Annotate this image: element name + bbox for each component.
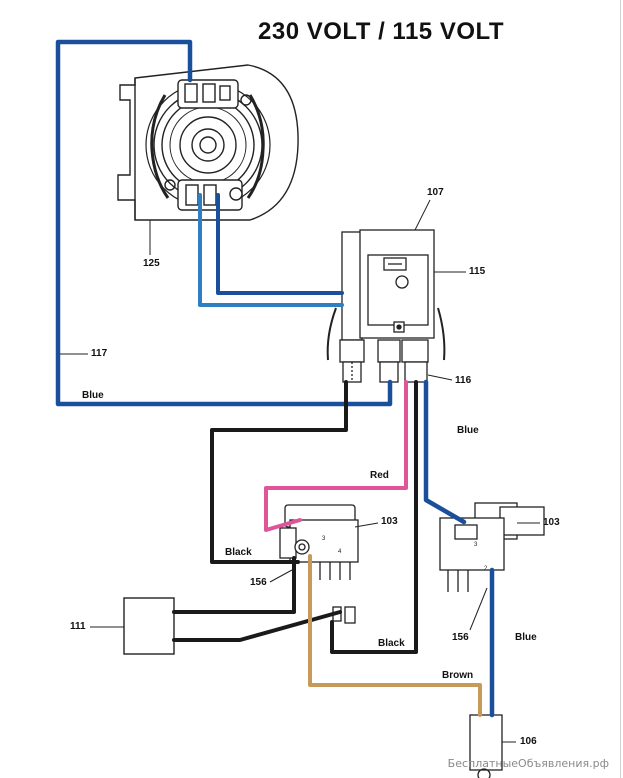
wire-label-black-a: Black xyxy=(225,547,252,558)
wire-label-blue-lower: Blue xyxy=(515,632,537,643)
svg-text:3: 3 xyxy=(322,536,326,542)
part-label-117: 117 xyxy=(91,348,108,359)
wire-black-a xyxy=(210,380,348,564)
page-edge-line xyxy=(620,0,621,778)
svg-text:4: 4 xyxy=(338,549,342,555)
wire-blue-2 xyxy=(216,193,344,295)
component-106 xyxy=(469,714,503,778)
part-label-107: 107 xyxy=(427,187,444,198)
motor-125 xyxy=(117,64,299,221)
wire-brown xyxy=(308,554,482,717)
diagram-title: 230 VOLT / 115 VOLT xyxy=(258,18,505,45)
wire-black-b xyxy=(330,380,418,654)
switch-103-right: 2 3 xyxy=(439,502,545,592)
wire-label-brown: Brown xyxy=(442,670,474,681)
connector-block-107 xyxy=(326,229,446,383)
wire-blue-right xyxy=(423,379,467,525)
wires xyxy=(55,39,495,718)
part-label-156-right: 156 xyxy=(452,632,469,643)
part-label-106: 106 xyxy=(520,736,537,747)
wire-black-111-a xyxy=(172,556,296,614)
svg-text:2: 2 xyxy=(484,566,488,572)
leader-lines xyxy=(60,199,540,743)
part-label-103-right: 103 xyxy=(543,517,560,528)
wire-label-blue-right: Blue xyxy=(457,425,479,436)
wire-label-blue-main: Blue xyxy=(82,390,104,401)
part-label-103-left: 103 xyxy=(381,516,398,527)
part-label-125: 125 xyxy=(143,258,160,269)
component-111 xyxy=(123,597,175,655)
part-label-116: 116 xyxy=(455,375,472,386)
wire-red xyxy=(264,380,408,532)
wire-lightblue-1 xyxy=(198,193,344,307)
wire-black-111-b xyxy=(172,610,342,642)
watermark: БесплатныеОбъявления.рф xyxy=(447,757,609,770)
wire-blue-117 xyxy=(55,39,393,407)
part-label-111: 111 xyxy=(70,621,86,632)
part-label-115: 115 xyxy=(469,266,486,277)
svg-text:3: 3 xyxy=(474,542,478,548)
part-label-156-left: 156 xyxy=(250,577,267,588)
wire-label-red: Red xyxy=(370,470,389,481)
switch-103-left: 4 3 xyxy=(279,504,359,624)
wire-label-black-b: Black xyxy=(378,638,405,649)
